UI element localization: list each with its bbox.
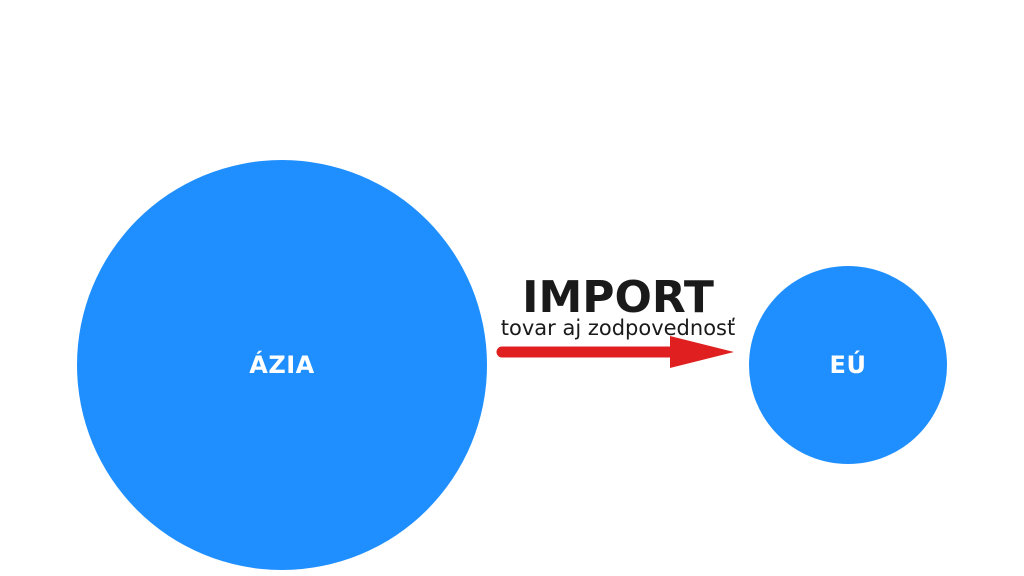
flow-title: IMPORT bbox=[522, 272, 714, 323]
target-node-label: EÚ bbox=[829, 351, 867, 379]
flow-arrow-head bbox=[670, 336, 734, 368]
target-node-eu: EÚ bbox=[749, 266, 947, 464]
flow-arrow-icon bbox=[496, 336, 734, 368]
flow-subtitle: tovar aj zodpovednosť bbox=[500, 316, 736, 340]
source-node-label: ÁZIA bbox=[249, 351, 315, 379]
source-node-asia: ÁZIA bbox=[77, 160, 487, 570]
